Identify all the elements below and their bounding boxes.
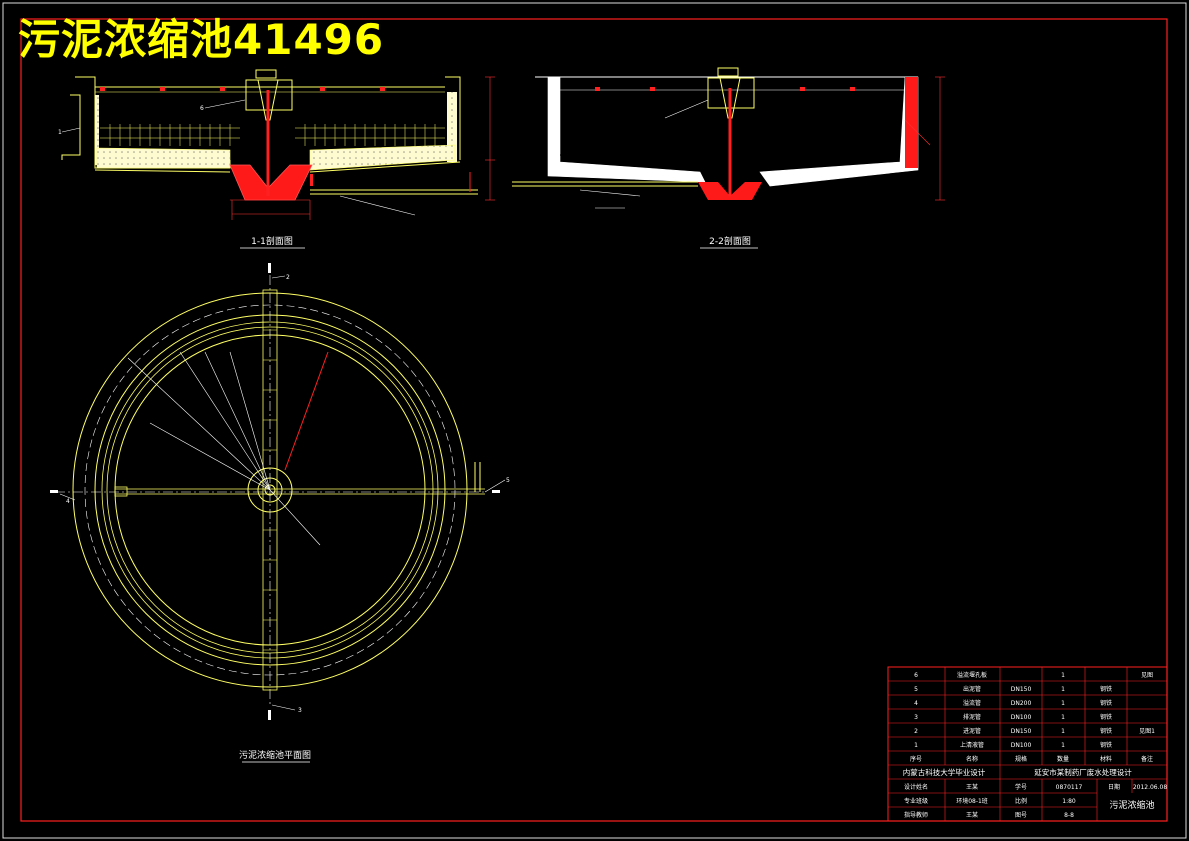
mat-row-5-spec: DN150 — [1011, 686, 1032, 693]
tb-r1-v: 0870117 — [1056, 784, 1083, 791]
mat-row-4-spec: DN200 — [1011, 700, 1032, 707]
tb-r2-value: 环境08-1班 — [956, 797, 988, 805]
mat-row-2-name: 进泥管 — [963, 727, 981, 735]
section-view-2-2 — [512, 67, 945, 209]
tb-r1-label: 设计姓名 — [904, 783, 928, 791]
mat-header-no: 序号 — [910, 755, 922, 763]
plan-view-label: 污泥浓缩池平面图 — [239, 749, 311, 761]
callout-5: 5 — [506, 477, 510, 484]
tb-r1-dk: 日期 — [1108, 783, 1120, 791]
mat-header-name: 名称 — [966, 755, 978, 763]
mat-row-6-note: 见图 — [1141, 672, 1153, 679]
mat-row-6-no: 6 — [914, 672, 918, 679]
mat-row-5-qty: 1 — [1061, 686, 1065, 693]
mat-row-3-qty: 1 — [1061, 714, 1065, 721]
tb-r3-v: 8-8 — [1064, 812, 1074, 819]
mat-row-2-spec: DN150 — [1011, 728, 1032, 735]
tb-r2-label: 专业班级 — [904, 797, 928, 805]
mat-row-5-no: 5 — [914, 686, 918, 693]
title-block: 6 溢流堰孔板 1 见图 5 出泥管 DN150 1 钢铁 4 溢流管 DN20… — [887, 666, 1168, 822]
mat-row-2-note: 见图1 — [1139, 728, 1155, 735]
tb-r2-v: 1:80 — [1062, 798, 1076, 805]
callout-4: 4 — [66, 498, 70, 505]
mat-row-3-spec: DN100 — [1011, 714, 1032, 721]
mat-row-5-material: 钢铁 — [1100, 685, 1112, 693]
title-block-drawing-name: 污泥浓缩池 — [1109, 799, 1154, 811]
callout-3: 3 — [298, 707, 302, 714]
mat-row-1-name: 上清液管 — [960, 741, 984, 749]
mat-row-3-material: 钢铁 — [1100, 713, 1112, 721]
mat-row-4-name: 溢流管 — [963, 699, 981, 707]
plan-view — [50, 263, 506, 720]
mat-row-2-qty: 1 — [1061, 728, 1065, 735]
section-view-1-1 — [61, 69, 495, 220]
tb-r1-dv: 2012.06.08 — [1133, 784, 1168, 791]
tb-r3-label: 指导教师 — [904, 811, 928, 819]
mat-header-note: 备注 — [1141, 755, 1153, 763]
mat-header-material: 材料 — [1100, 755, 1112, 763]
callout-2: 2 — [286, 274, 290, 281]
mat-row-1-no: 1 — [914, 742, 918, 749]
mat-row-1-qty: 1 — [1061, 742, 1065, 749]
mat-row-4-no: 4 — [914, 700, 918, 707]
title-block-school: 内蒙古科技大学毕业设计 — [903, 767, 986, 777]
mat-row-3-no: 3 — [914, 714, 918, 721]
mat-row-6-name: 溢流堰孔板 — [957, 671, 987, 679]
mat-row-2-material: 钢铁 — [1100, 727, 1112, 735]
mat-header-spec: 规格 — [1015, 755, 1027, 763]
mat-row-4-material: 钢铁 — [1100, 699, 1112, 707]
mat-row-1-spec: DN100 — [1011, 742, 1032, 749]
tb-r3-value: 王某 — [966, 812, 978, 819]
tb-r3-k: 图号 — [1015, 812, 1027, 819]
section-2-label: 2-2剖面图 — [709, 235, 751, 247]
mat-row-1-material: 钢铁 — [1100, 741, 1112, 749]
mat-row-5-name: 出泥管 — [963, 685, 981, 693]
mat-row-2-no: 2 — [914, 728, 918, 735]
callout-6: 6 — [200, 105, 204, 112]
tb-r2-k: 比例 — [1015, 797, 1027, 805]
title-block-project: 延安市某制药厂废水处理设计 — [1034, 767, 1132, 777]
mat-row-4-qty: 1 — [1061, 700, 1065, 707]
callout-1: 1 — [58, 129, 62, 136]
mat-row-3-name: 排泥管 — [963, 713, 981, 721]
section-1-label: 1-1剖面图 — [251, 235, 293, 247]
drawing-title: 污泥浓缩池41496 — [18, 15, 385, 64]
mat-row-6-qty: 1 — [1061, 672, 1065, 679]
tb-r1-value: 王某 — [966, 784, 978, 791]
tb-r1-k: 学号 — [1015, 783, 1027, 791]
mat-header-qty: 数量 — [1057, 755, 1069, 763]
